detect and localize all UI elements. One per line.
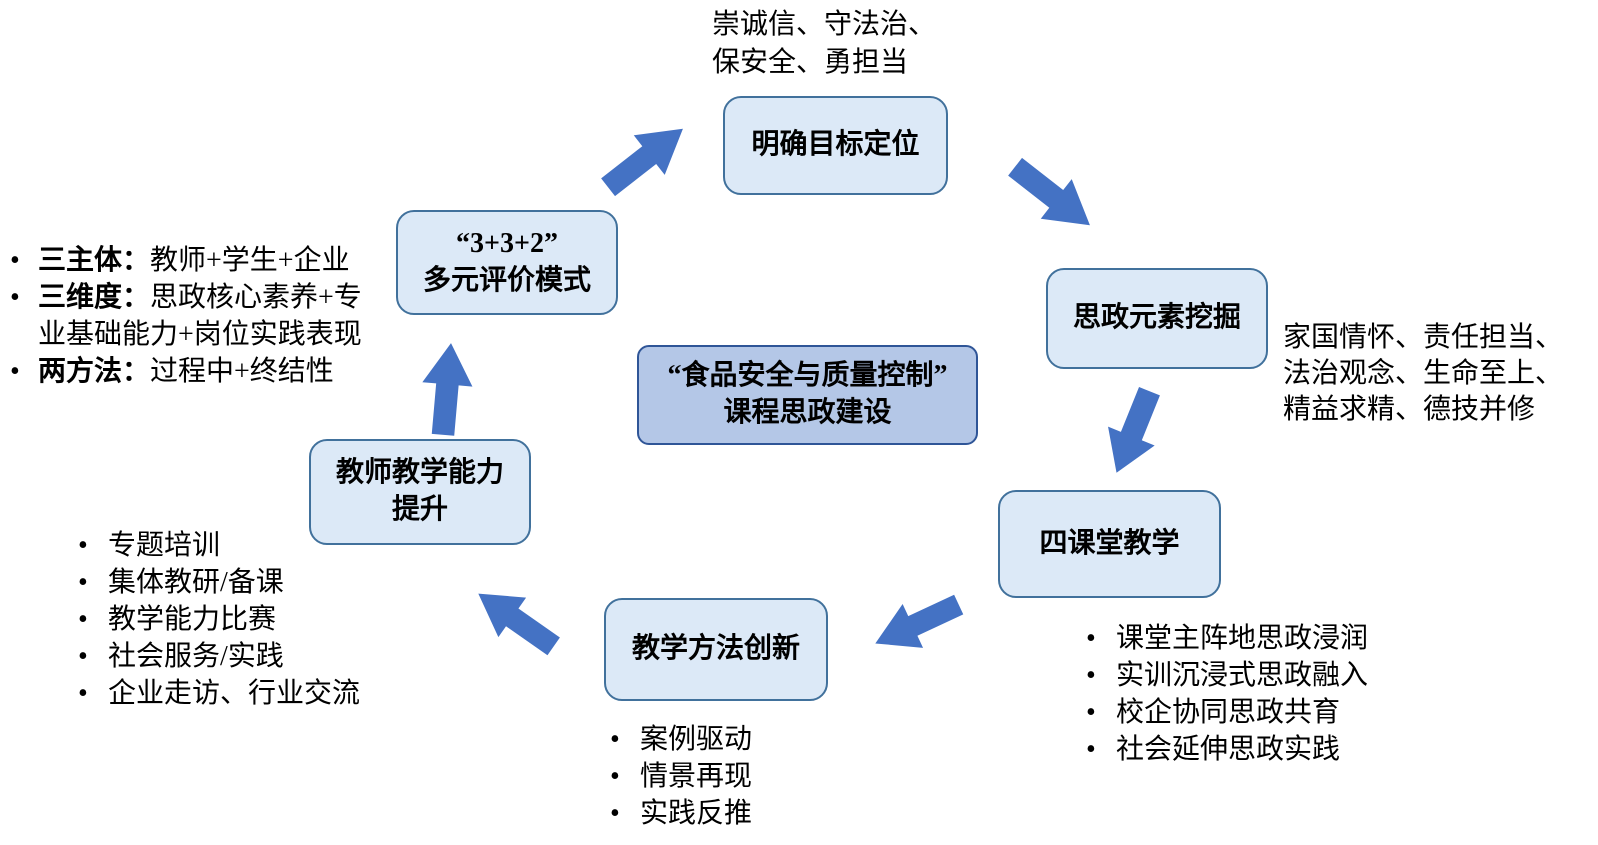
list-item: 社会延伸思政实践 (1076, 731, 1476, 768)
center-node: “食品安全与质量控制” 课程思政建设 (637, 345, 978, 445)
node-evaluation-label-line1: “3+3+2” (456, 227, 558, 259)
list-item: 两方法：过程中+终结性 (4, 353, 376, 390)
arrow-classroom-to-method-icon (875, 594, 964, 648)
node-evaluation: “3+3+2” 多元评价模式 (396, 210, 618, 315)
arrow-target-to-elements-icon (1008, 157, 1090, 226)
list-item: 企业走访、行业交流 (68, 675, 413, 712)
arrow-elements-to-classroom-icon (1108, 386, 1160, 473)
arrow-teacher-to-evaluation-icon (422, 343, 473, 436)
classroom-bullet-list: 课堂主阵地思政浸润 实训沉浸式思政融入 校企协同思政共育 社会延伸思政实践 (1076, 620, 1476, 768)
elements-annotation-line3: 精益求精、德技并修 (1283, 394, 1536, 425)
list-item: 情景再现 (600, 758, 860, 795)
elements-annotation-line2: 法治观念、生命至上、 (1283, 358, 1564, 389)
node-target: 明确目标定位 (723, 96, 948, 195)
bullet-lead: 三维度： (38, 282, 151, 313)
bullet-text: 社会延伸思政实践 (1116, 734, 1341, 765)
bullet-text: 实训沉浸式思政融入 (1116, 660, 1369, 691)
bullet-text: 课堂主阵地思政浸润 (1116, 623, 1369, 654)
bullet-text: 实践反推 (640, 798, 753, 829)
center-title-line2: 课程思政建设 (723, 397, 892, 428)
bullet-text: 专题培训 (108, 530, 221, 561)
node-elements-label: 思政元素挖掘 (1072, 302, 1241, 334)
target-annotation-line2: 保安全、勇担当 (712, 47, 909, 78)
list-item: 课堂主阵地思政浸润 (1076, 620, 1476, 657)
method-bullet-list: 案例驱动 情景再现 实践反推 (600, 721, 860, 832)
node-target-label: 明确目标定位 (751, 129, 920, 161)
bullet-text: 教学能力比赛 (108, 604, 277, 635)
list-item: 实训沉浸式思政融入 (1076, 657, 1476, 694)
bullet-lead: 三主体： (38, 245, 151, 276)
node-teacher-label-line2: 提升 (391, 494, 448, 525)
node-method-label: 教学方法创新 (631, 633, 800, 665)
bullet-text: 企业走访、行业交流 (108, 678, 361, 709)
list-item: 实践反推 (600, 795, 860, 832)
node-method: 教学方法创新 (604, 598, 828, 701)
node-evaluation-label-line2: 多元评价模式 (422, 264, 591, 296)
bullet-text: 校企协同思政共育 (1116, 697, 1341, 728)
bullet-text: 教师+学生+企业 (150, 245, 350, 276)
teacher-bullet-list: 专题培训 集体教研/备课 教学能力比赛 社会服务/实践 企业走访、行业交流 (68, 527, 413, 712)
bullet-text: 社会服务/实践 (108, 641, 284, 672)
elements-annotation: 家国情怀、责任担当、 法治观念、生命至上、 精益求精、德技并修 (1283, 320, 1598, 428)
bullet-lead: 两方法： (38, 356, 151, 387)
bullet-text: 思政核心素养+专业基础能力+岗位实践表现 (38, 282, 362, 350)
arrow-method-to-teacher-icon (478, 593, 560, 656)
node-elements: 思政元素挖掘 (1046, 268, 1268, 369)
node-teacher-label-line1: 教师教学能力 (335, 457, 504, 489)
list-item: 社会服务/实践 (68, 638, 413, 675)
elements-annotation-line1: 家国情怀、责任担当、 (1283, 322, 1564, 353)
list-item: 三主体：教师+学生+企业 (4, 242, 376, 279)
node-classroom: 四课堂教学 (998, 490, 1221, 598)
bullet-text: 案例驱动 (640, 724, 753, 755)
target-annotation: 崇诚信、守法治、 保安全、勇担当 (712, 6, 1002, 82)
list-item: 专题培训 (68, 527, 413, 564)
arrow-evaluation-to-target-icon (601, 128, 683, 197)
bullet-text: 集体教研/备课 (108, 567, 284, 598)
list-item: 三维度：思政核心素养+专业基础能力+岗位实践表现 (4, 279, 376, 353)
list-item: 校企协同思政共育 (1076, 694, 1476, 731)
center-title-line1: “食品安全与质量控制” (667, 360, 948, 392)
bullet-text: 过程中+终结性 (150, 356, 334, 387)
list-item: 教学能力比赛 (68, 601, 413, 638)
node-classroom-label: 四课堂教学 (1039, 527, 1180, 559)
target-annotation-line1: 崇诚信、守法治、 (712, 9, 937, 40)
evaluation-bullet-list: 三主体：教师+学生+企业 三维度：思政核心素养+专业基础能力+岗位实践表现 两方… (4, 242, 376, 390)
bullet-text: 情景再现 (640, 761, 753, 792)
list-item: 集体教研/备课 (68, 564, 413, 601)
list-item: 案例驱动 (600, 721, 860, 758)
